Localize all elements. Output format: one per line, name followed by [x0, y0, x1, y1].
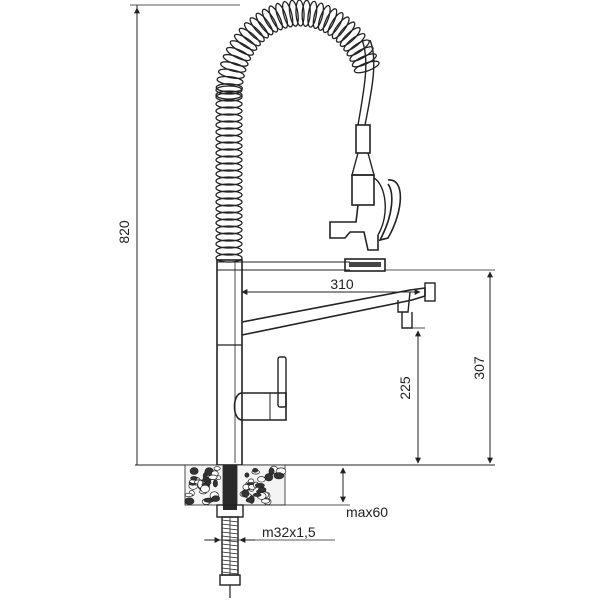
dim-thread-label: m32x1,5 [262, 524, 316, 540]
faucet-body [216, 259, 243, 466]
dim-height-total: 820 [116, 4, 240, 465]
spring-hose [215, 0, 380, 263]
dim-spout-height-label: 307 [471, 356, 487, 380]
body-top-bracket [217, 258, 386, 272]
dim-height-total-label: 820 [116, 220, 132, 244]
dim-spout-reach-label: 310 [330, 276, 354, 292]
dim-lever-height-label: 225 [397, 376, 413, 400]
dim-deck-thickness-label: max60 [346, 504, 388, 520]
dim-spout-reach: 310 [241, 276, 421, 295]
spray-hose [357, 39, 375, 126]
deck-section [184, 464, 287, 506]
spray-head [329, 124, 402, 251]
mounting-shank [216, 465, 244, 598]
dim-thread: m32x1,5 [204, 524, 335, 543]
dim-spout-height: 307 [385, 269, 495, 464]
dim-lever-height: 225 [397, 327, 425, 464]
dim-deck-thickness: max60 [243, 467, 388, 520]
faucet-lever [233, 356, 287, 421]
spout-arm [241, 282, 436, 336]
